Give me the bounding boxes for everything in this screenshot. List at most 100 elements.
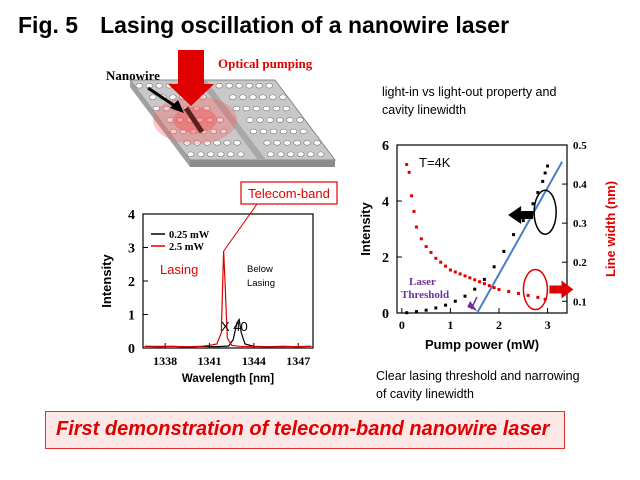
intensity-point xyxy=(424,308,428,312)
air-hole xyxy=(283,140,291,146)
linewidth-point xyxy=(526,293,530,297)
linewidth-point xyxy=(424,245,428,249)
linewidth-point xyxy=(478,280,482,284)
air-hole xyxy=(216,117,224,123)
linewidth-point xyxy=(412,209,416,213)
threshold-fit-line xyxy=(476,161,564,314)
linewidth-ellipse xyxy=(522,268,549,311)
nanowire-schematic: Nanowire Optical pumping xyxy=(106,50,336,167)
air-hole xyxy=(242,105,251,112)
intensity-point xyxy=(502,249,506,253)
x-tick-label: 3 xyxy=(545,318,551,332)
legend-label: 0.25 mW xyxy=(169,230,210,241)
x-tick-label: 1344 xyxy=(242,354,266,368)
air-hole xyxy=(255,83,263,89)
caption-line: cavity linewidth xyxy=(382,103,467,117)
below-lasing-label: Lasing xyxy=(247,278,275,289)
x40-label: X 40 xyxy=(221,319,248,334)
intensity-arrow-left xyxy=(508,206,534,224)
air-hole xyxy=(299,128,308,135)
linewidth-point xyxy=(468,276,472,280)
y-tick-label: 2 xyxy=(128,275,135,290)
x-tick-label: 1347 xyxy=(286,354,310,368)
telecom-band-box xyxy=(240,181,338,205)
y-tick-label: 6 xyxy=(382,139,389,154)
air-hole xyxy=(286,117,294,123)
y2-tick-label: 0.1 xyxy=(573,296,587,308)
air-hole xyxy=(263,140,271,146)
ll-caption-top: light-in vs light-out property and cavit… xyxy=(382,83,556,119)
x-tick-label: 0 xyxy=(399,318,405,332)
air-hole xyxy=(233,140,241,146)
air-hole xyxy=(303,140,311,146)
intensity-point xyxy=(482,277,486,281)
pump-arrow-shaft xyxy=(178,50,204,84)
air-hole xyxy=(289,128,298,135)
air-hole xyxy=(249,94,257,100)
threshold-label: Threshold xyxy=(401,289,449,301)
spectrum-line-high xyxy=(144,250,312,348)
y-tick-label: 2 xyxy=(382,251,389,266)
air-hole xyxy=(176,117,184,123)
slab-side-left xyxy=(130,80,190,167)
air-hole xyxy=(162,105,171,112)
intensity-point xyxy=(492,265,496,269)
plot-frame xyxy=(396,144,568,314)
linewidth-point xyxy=(463,274,467,278)
air-hole xyxy=(266,117,274,123)
air-hole xyxy=(239,94,247,100)
nanowire-label: Nanowire xyxy=(106,68,160,83)
y2-tick-label: 0.3 xyxy=(573,218,587,230)
intensity-point xyxy=(444,303,448,307)
air-hole xyxy=(279,94,287,100)
air-hole xyxy=(272,105,281,112)
air-hole xyxy=(252,105,261,112)
linewidth-point xyxy=(516,291,520,295)
air-hole xyxy=(267,151,275,157)
air-hole xyxy=(149,94,157,100)
y-tick-label: 0 xyxy=(382,307,389,322)
temperature-label: T=4K xyxy=(419,155,451,170)
air-hole xyxy=(203,140,211,146)
air-hole xyxy=(152,105,161,112)
air-hole xyxy=(135,83,143,89)
nanowire-pointer xyxy=(147,86,179,110)
air-hole xyxy=(232,105,241,112)
linewidth-point xyxy=(492,286,496,290)
optical-pumping-label: Optical pumping xyxy=(218,56,313,71)
y2-tick-label: 0.4 xyxy=(573,179,587,191)
linewidth-arrow-right xyxy=(549,280,574,299)
y-tick-label: 3 xyxy=(128,242,135,257)
y2-axis-label: Line width (nm) xyxy=(603,181,618,277)
legend-label: 2.5 mW xyxy=(169,242,204,253)
linewidth-point xyxy=(458,272,462,276)
linewidth-point xyxy=(507,290,511,294)
air-hole xyxy=(296,117,304,123)
air-hole xyxy=(223,140,231,146)
air-hole xyxy=(217,151,225,157)
air-hole xyxy=(245,83,253,89)
air-hole xyxy=(317,151,325,157)
air-hole xyxy=(192,105,201,112)
x-tick-label: 1338 xyxy=(153,354,177,368)
intensity-point xyxy=(463,294,467,298)
air-hole xyxy=(265,83,273,89)
x-tick-label: 1 xyxy=(447,318,453,332)
air-hole xyxy=(279,128,288,135)
air-hole xyxy=(269,128,278,135)
air-hole xyxy=(229,94,237,100)
x-tick-label: 2 xyxy=(496,318,502,332)
linewidth-point xyxy=(497,288,501,292)
linewidth-point xyxy=(429,250,433,254)
linewidth-point xyxy=(405,163,409,167)
y-tick-label: 1 xyxy=(128,309,135,324)
air-hole xyxy=(193,140,201,146)
caption-line: of cavity linewidth xyxy=(376,387,474,401)
air-hole xyxy=(179,128,188,135)
air-hole xyxy=(235,83,243,89)
linewidth-point xyxy=(414,225,418,229)
linewidth-point xyxy=(453,270,457,274)
intensity-point xyxy=(414,310,418,314)
